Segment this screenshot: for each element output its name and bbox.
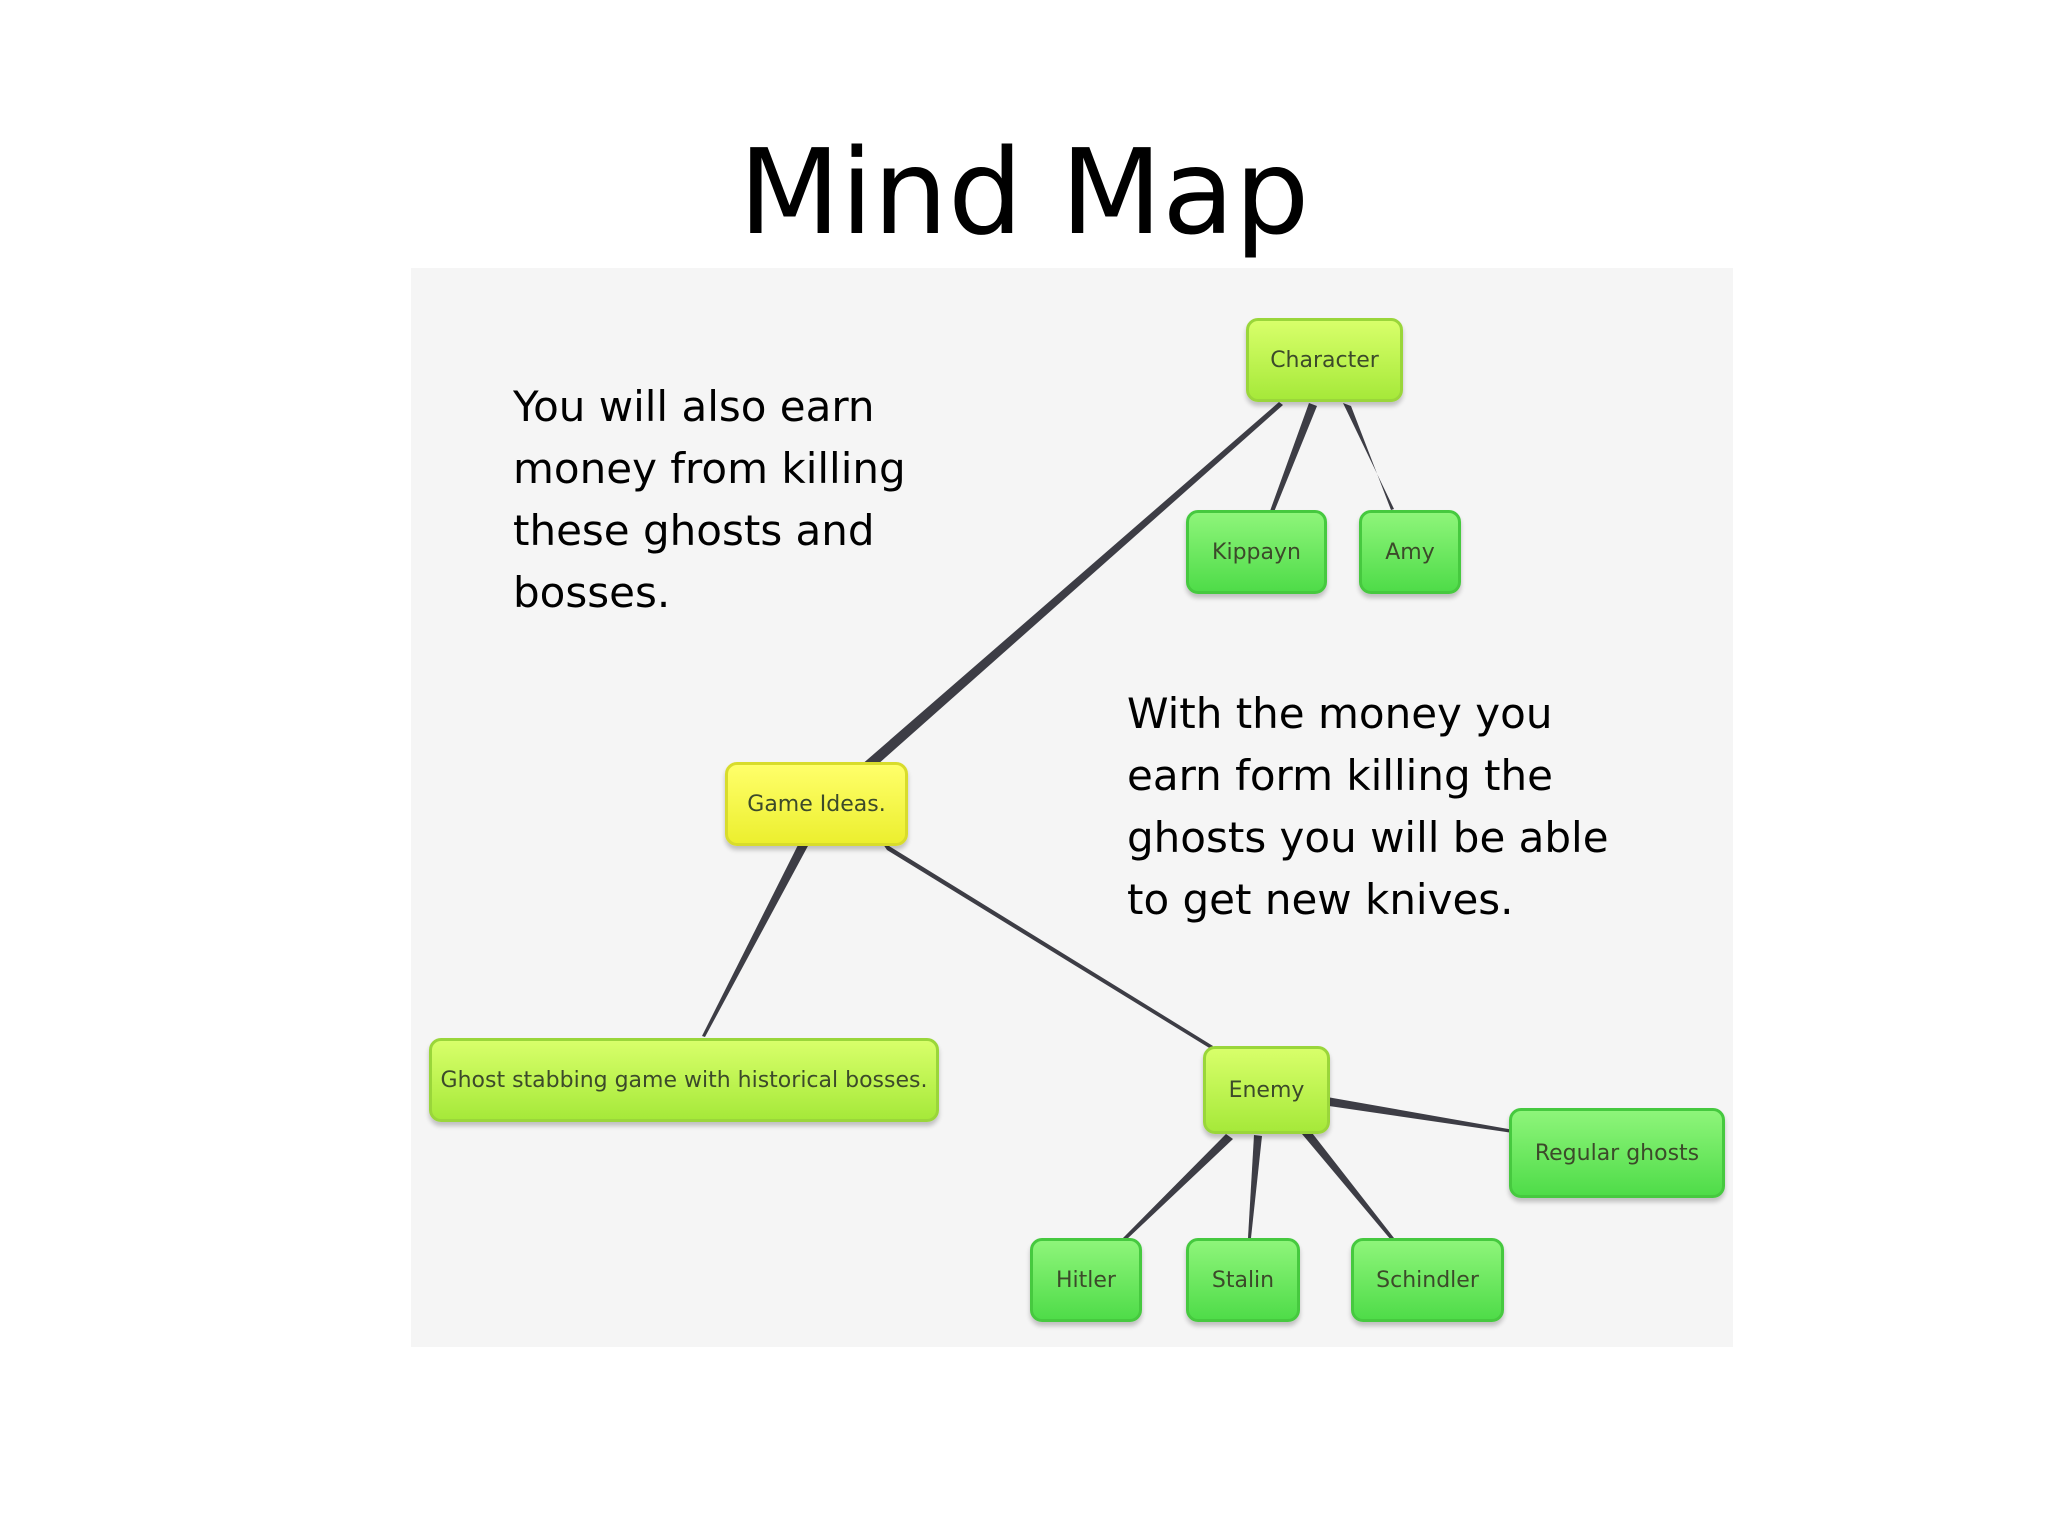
slide-title: Mind Map	[738, 123, 1310, 261]
node-game-ideas: Game Ideas.	[725, 762, 908, 846]
node-hitler: Hitler	[1030, 1238, 1142, 1322]
node-amy: Amy	[1359, 510, 1461, 594]
node-kippayn: Kippayn	[1186, 510, 1327, 594]
edge-enemy-schindler	[1302, 1129, 1394, 1240]
mind-map-canvas: Character Kippayn Amy Game Ideas. Ghost …	[411, 268, 1733, 1347]
node-character: Character	[1246, 318, 1403, 402]
edge-enemy-stalin	[1248, 1135, 1262, 1238]
edge-character-kippayn	[1270, 403, 1317, 512]
mind-map-edges	[702, 402, 1514, 1241]
edge-character-amy	[1343, 403, 1394, 510]
edge-game-ideas-character	[860, 402, 1283, 773]
edge-enemy-regular-ghosts	[1327, 1097, 1514, 1133]
edge-game-ideas-ghost-game	[702, 841, 809, 1037]
node-ghost-stabbing-game: Ghost stabbing game with historical boss…	[429, 1038, 939, 1122]
node-enemy: Enemy	[1203, 1046, 1330, 1134]
node-schindler: Schindler	[1351, 1238, 1504, 1322]
note-new-knives: With the money you earn form killing the…	[1127, 689, 1609, 924]
node-stalin: Stalin	[1186, 1238, 1300, 1322]
note-earn-money: You will also earn money from killing th…	[513, 382, 906, 617]
edge-enemy-hitler	[1122, 1134, 1233, 1241]
edge-game-ideas-enemy	[881, 841, 1213, 1049]
node-regular-ghosts: Regular ghosts	[1509, 1108, 1725, 1198]
